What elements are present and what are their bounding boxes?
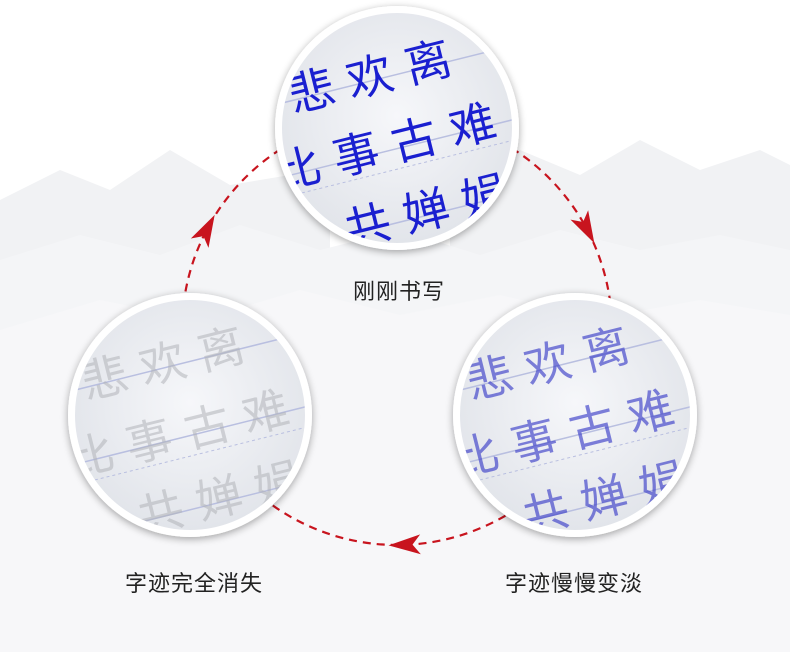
stage-circle-gone: 悲欢离 比事古难 共婵娟 <box>68 293 312 537</box>
stage-label-fading: 字迹慢慢变淡 <box>505 572 644 597</box>
stage-circle-fading: 悲欢离 比事古难 共婵娟 <box>453 293 697 537</box>
stage-circle-fresh: 悲欢离 比事古难 共婵娟 <box>275 6 519 250</box>
stage-label-gone: 字迹完全消失 <box>125 572 264 597</box>
cycle-arrow-icon <box>388 534 421 555</box>
cycle-arrow-icon <box>570 210 595 244</box>
cycle-arrow-icon <box>190 214 215 248</box>
stage-label-fresh: 刚刚书写 <box>353 280 446 305</box>
